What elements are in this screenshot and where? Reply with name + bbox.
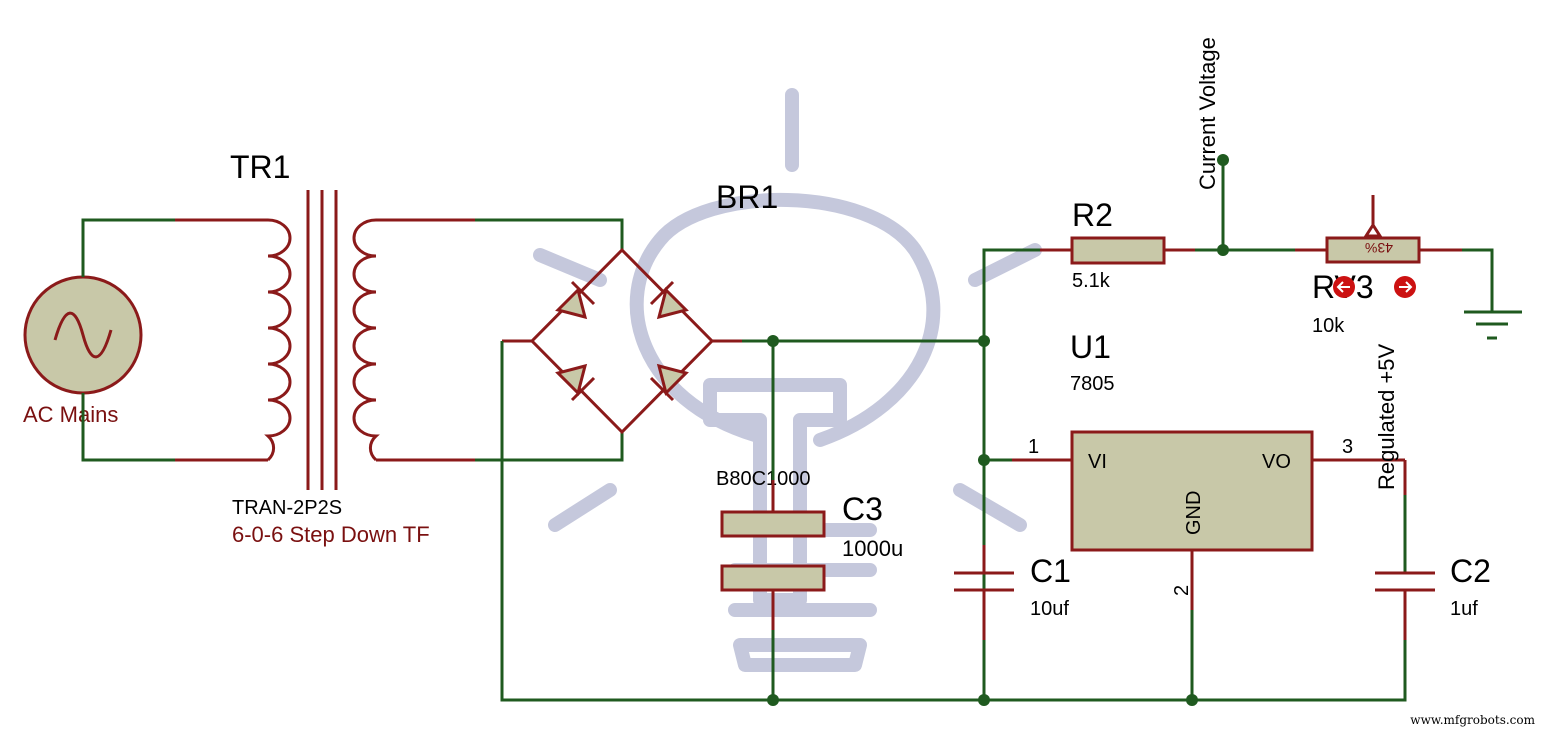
- u1-part: 7805: [1070, 373, 1115, 395]
- u1-pin-gnd: GND: [1183, 491, 1205, 535]
- transformer-part: TRAN-2P2S: [232, 497, 342, 519]
- regulator-u1[interactable]: [1070, 430, 1314, 552]
- diode-icon: [649, 363, 689, 402]
- r2-ref: R2: [1072, 197, 1113, 233]
- arrow-left-icon: [1336, 281, 1350, 293]
- bridge-rectifier[interactable]: [529, 247, 715, 435]
- c2-ref: C2: [1450, 553, 1491, 589]
- transformer[interactable]: [264, 190, 380, 490]
- potentiometer-rv3[interactable]: 43%: [1325, 236, 1421, 264]
- diode-icon: [649, 280, 689, 320]
- rv3-decrease-button[interactable]: [1333, 276, 1355, 298]
- sine-wave-icon: [53, 311, 113, 359]
- lightbulb-watermark-icon: [533, 88, 1042, 672]
- c3-ref: C3: [842, 491, 883, 527]
- ac-source[interactable]: [23, 275, 143, 395]
- probe-regulated-label: Regulated +5V: [1374, 344, 1399, 490]
- u1-pin3-number: 3: [1342, 436, 1353, 458]
- bridge-ref: BR1: [716, 179, 778, 215]
- capacitor-c3[interactable]: [720, 510, 826, 592]
- rv3-increase-button[interactable]: [1394, 276, 1416, 298]
- ground-icon: [1464, 310, 1522, 340]
- u1-pin-vi: VI: [1088, 451, 1107, 473]
- capacitor-c2[interactable]: [1375, 571, 1435, 592]
- ac-source-label: AC Mains: [23, 402, 118, 427]
- watermark-text: www.mfgrobots.com: [1410, 713, 1535, 727]
- rv3-percent: 43%: [1365, 240, 1393, 256]
- r2-value: 5.1k: [1072, 270, 1111, 292]
- u1-ref: U1: [1070, 329, 1111, 365]
- u1-pin-vo: VO: [1262, 451, 1291, 473]
- transformer-ref: TR1: [230, 149, 290, 185]
- bridge-part: B80C1000: [716, 468, 811, 490]
- c1-value: 10uf: [1030, 598, 1069, 620]
- c1-ref: C1: [1030, 553, 1071, 589]
- c2-value: 1uf: [1450, 598, 1478, 620]
- diode-icon: [555, 363, 596, 402]
- resistor-r2[interactable]: [1070, 236, 1166, 265]
- diode-icon: [555, 280, 596, 320]
- arrow-right-icon: [1399, 281, 1413, 293]
- u1-pin1-number: 1: [1028, 436, 1039, 458]
- junction-dots: [767, 244, 1229, 706]
- transformer-desc: 6-0-6 Step Down TF: [232, 522, 430, 547]
- u1-pin2-number: 2: [1171, 585, 1193, 596]
- rv3-value: 10k: [1312, 315, 1345, 337]
- probe-current-voltage[interactable]: [1217, 154, 1229, 166]
- c3-value: 1000u: [842, 536, 903, 561]
- wiper-arrow-icon: [1363, 224, 1383, 238]
- probe-current-voltage-label: Current Voltage: [1195, 37, 1220, 190]
